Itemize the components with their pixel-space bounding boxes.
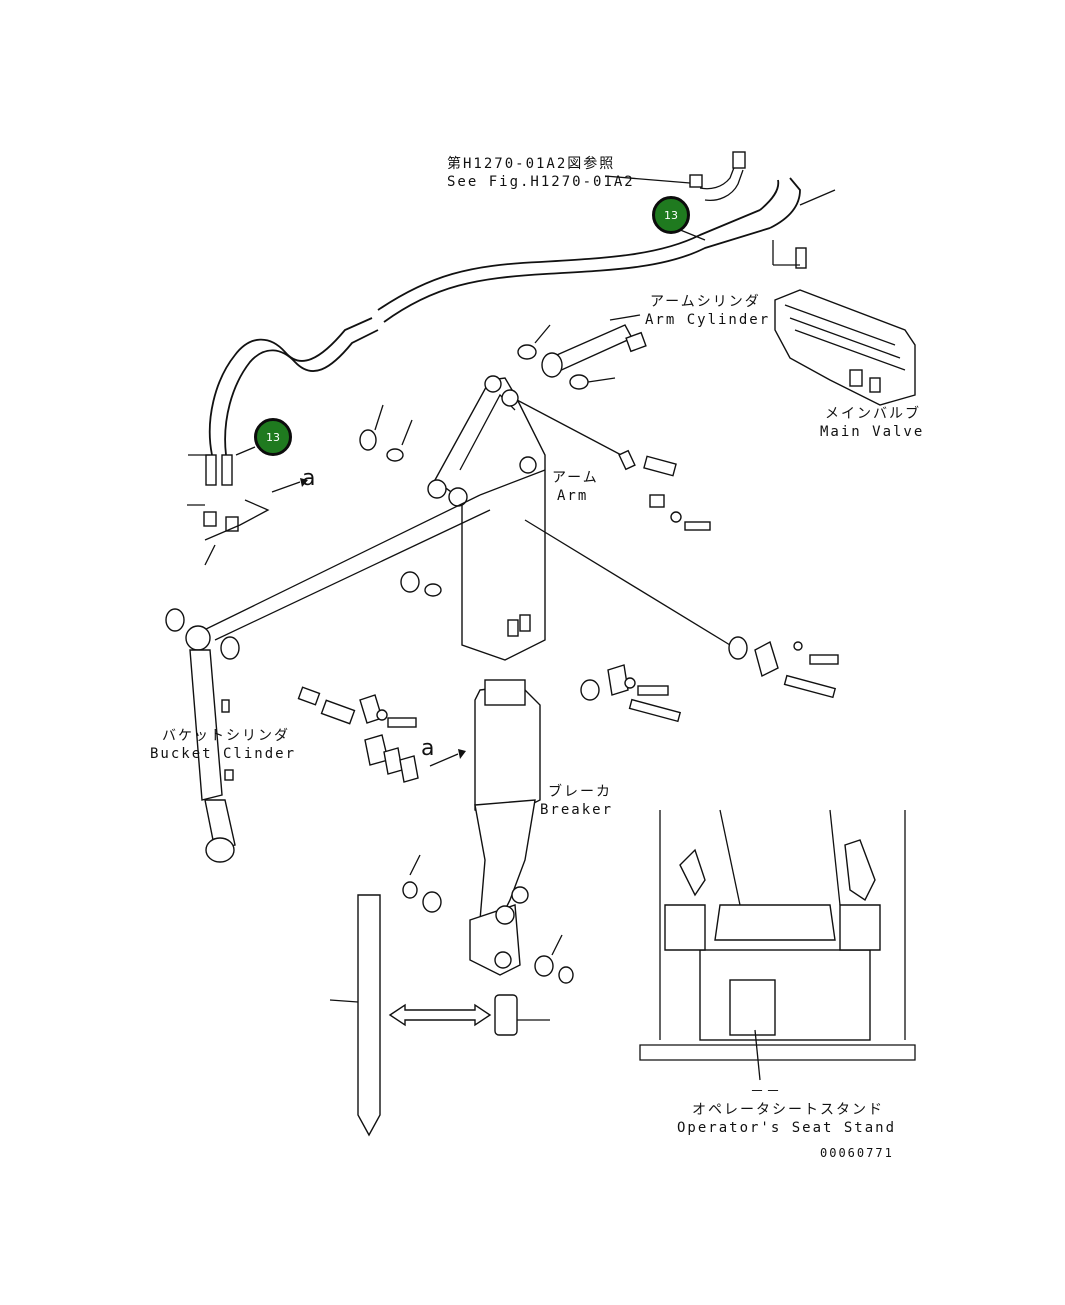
arm-drawing xyxy=(427,375,731,661)
breaker-drawing xyxy=(364,679,574,1036)
view-marker-a-breaker: a xyxy=(421,736,435,761)
figure-code: 00060771 xyxy=(820,1146,894,1160)
seat-stand-dash: －－ xyxy=(750,1084,782,1100)
arm-label-en: Arm xyxy=(557,488,589,504)
bucket-cylinder-label-en: Bucket Clinder xyxy=(150,746,297,762)
main-valve-label-en: Main Valve xyxy=(820,424,925,440)
arm-cylinder-drawing xyxy=(517,314,647,390)
bucket-cylinder-drawing xyxy=(185,494,491,863)
seat-stand-label-en: Operator's Seat Stand xyxy=(677,1120,897,1136)
seat-stand-drawing xyxy=(639,809,916,1081)
see-fig-label-jp: 第H1270-01A2図参照 xyxy=(447,156,616,172)
view-marker-a-top: a xyxy=(302,466,316,491)
hydraulic-hose-lines xyxy=(187,151,836,566)
arm-label-jp: アーム xyxy=(552,470,599,486)
main-valve-drawing xyxy=(774,289,916,406)
breaker-label-jp: ブレーカ xyxy=(548,784,612,800)
view-arrow-top-icon xyxy=(271,478,308,493)
chisel-drawing xyxy=(329,894,550,1137)
main-valve-label-jp: メインバルブ xyxy=(825,406,921,422)
arm-cylinder-label-jp: アームシリンダ xyxy=(650,294,761,310)
seat-stand-label-jp: オペレータシートスタンド xyxy=(692,1102,884,1118)
pins-and-washers xyxy=(165,404,839,723)
view-arrow-breaker-icon xyxy=(429,749,466,767)
breaker-label-en: Breaker xyxy=(540,802,614,818)
callout-13-top[interactable]: 13 xyxy=(652,196,690,234)
bucket-cylinder-label-jp: バケットシリンダ xyxy=(162,728,290,744)
callout-13-left[interactable]: 13 xyxy=(254,418,292,456)
see-fig-label-en: See Fig.H1270-01A2 xyxy=(447,174,635,190)
arm-cylinder-label-en: Arm Cylinder xyxy=(645,312,771,328)
